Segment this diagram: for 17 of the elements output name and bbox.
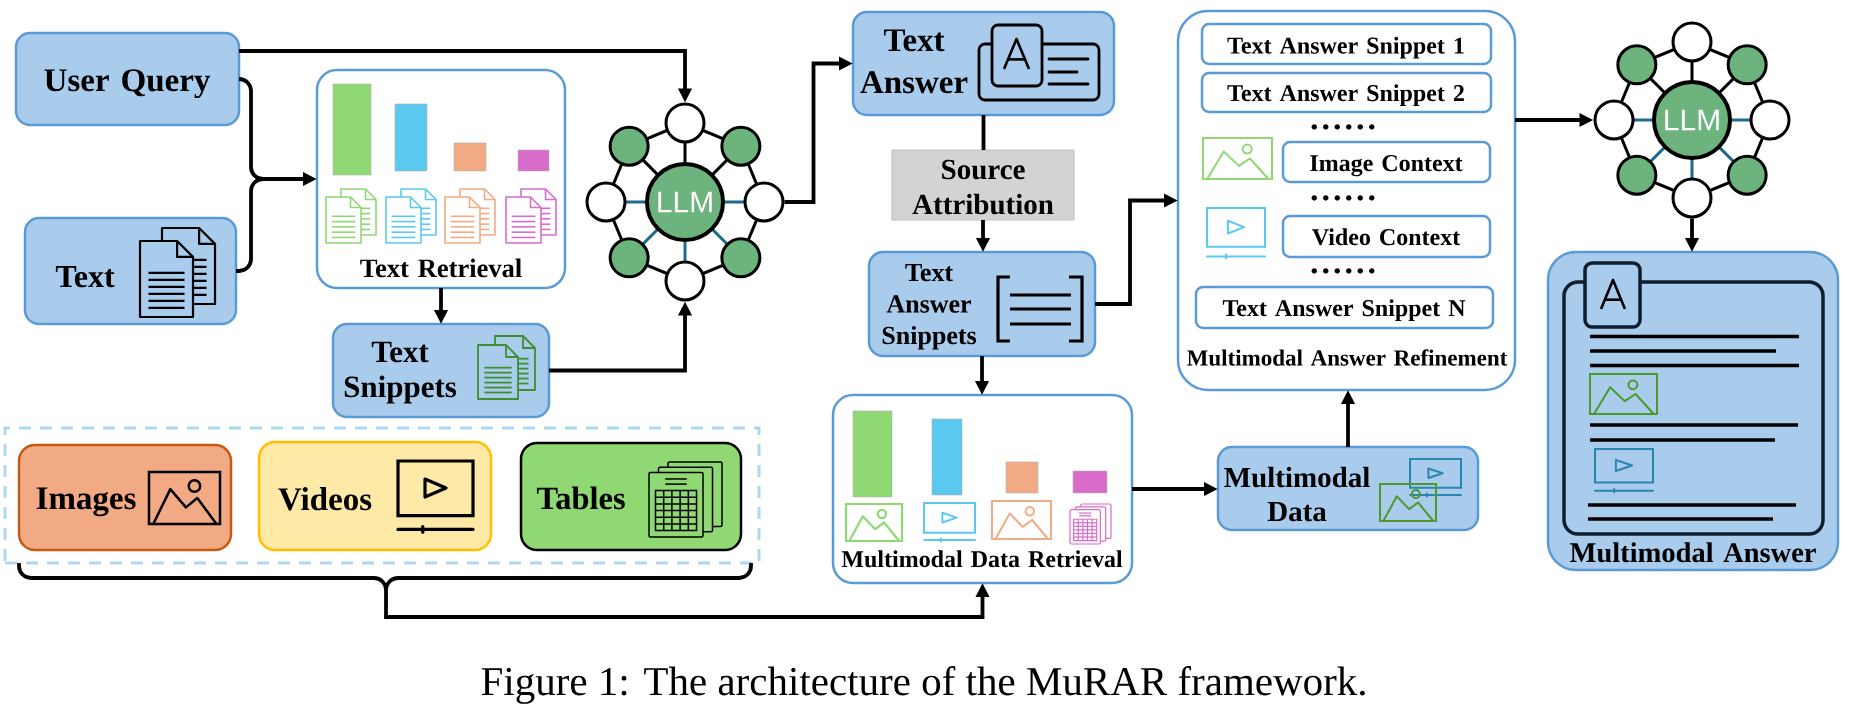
- shaded-box: Source Attribution: [891, 149, 1075, 221]
- text-box: Text Answer Snippet 2: [1200, 71, 1493, 114]
- dashed-box: [3, 426, 761, 565]
- rounded-box: Images: [17, 443, 233, 552]
- rounded-box: Text Answer Snippets: [867, 250, 1097, 358]
- text-box: Text Answer Snippet N: [1194, 285, 1495, 330]
- ellipsis: ......: [1311, 268, 1375, 274]
- rounded-box: User Query: [14, 31, 241, 127]
- rounded-box: Multimodal Data: [1216, 445, 1480, 532]
- caption: Figure 1: The architecture of the MuRAR framework.: [481, 666, 1365, 704]
- text-box: Text Answer Snippet 1: [1200, 22, 1493, 66]
- rounded-box: Videos: [257, 440, 493, 552]
- ellipsis: ......: [1311, 124, 1375, 130]
- ellipsis: ......: [1311, 195, 1375, 201]
- text-box: Video Context: [1281, 214, 1492, 259]
- text-box: Image Context: [1281, 140, 1492, 184]
- connector-line: [981, 115, 986, 150]
